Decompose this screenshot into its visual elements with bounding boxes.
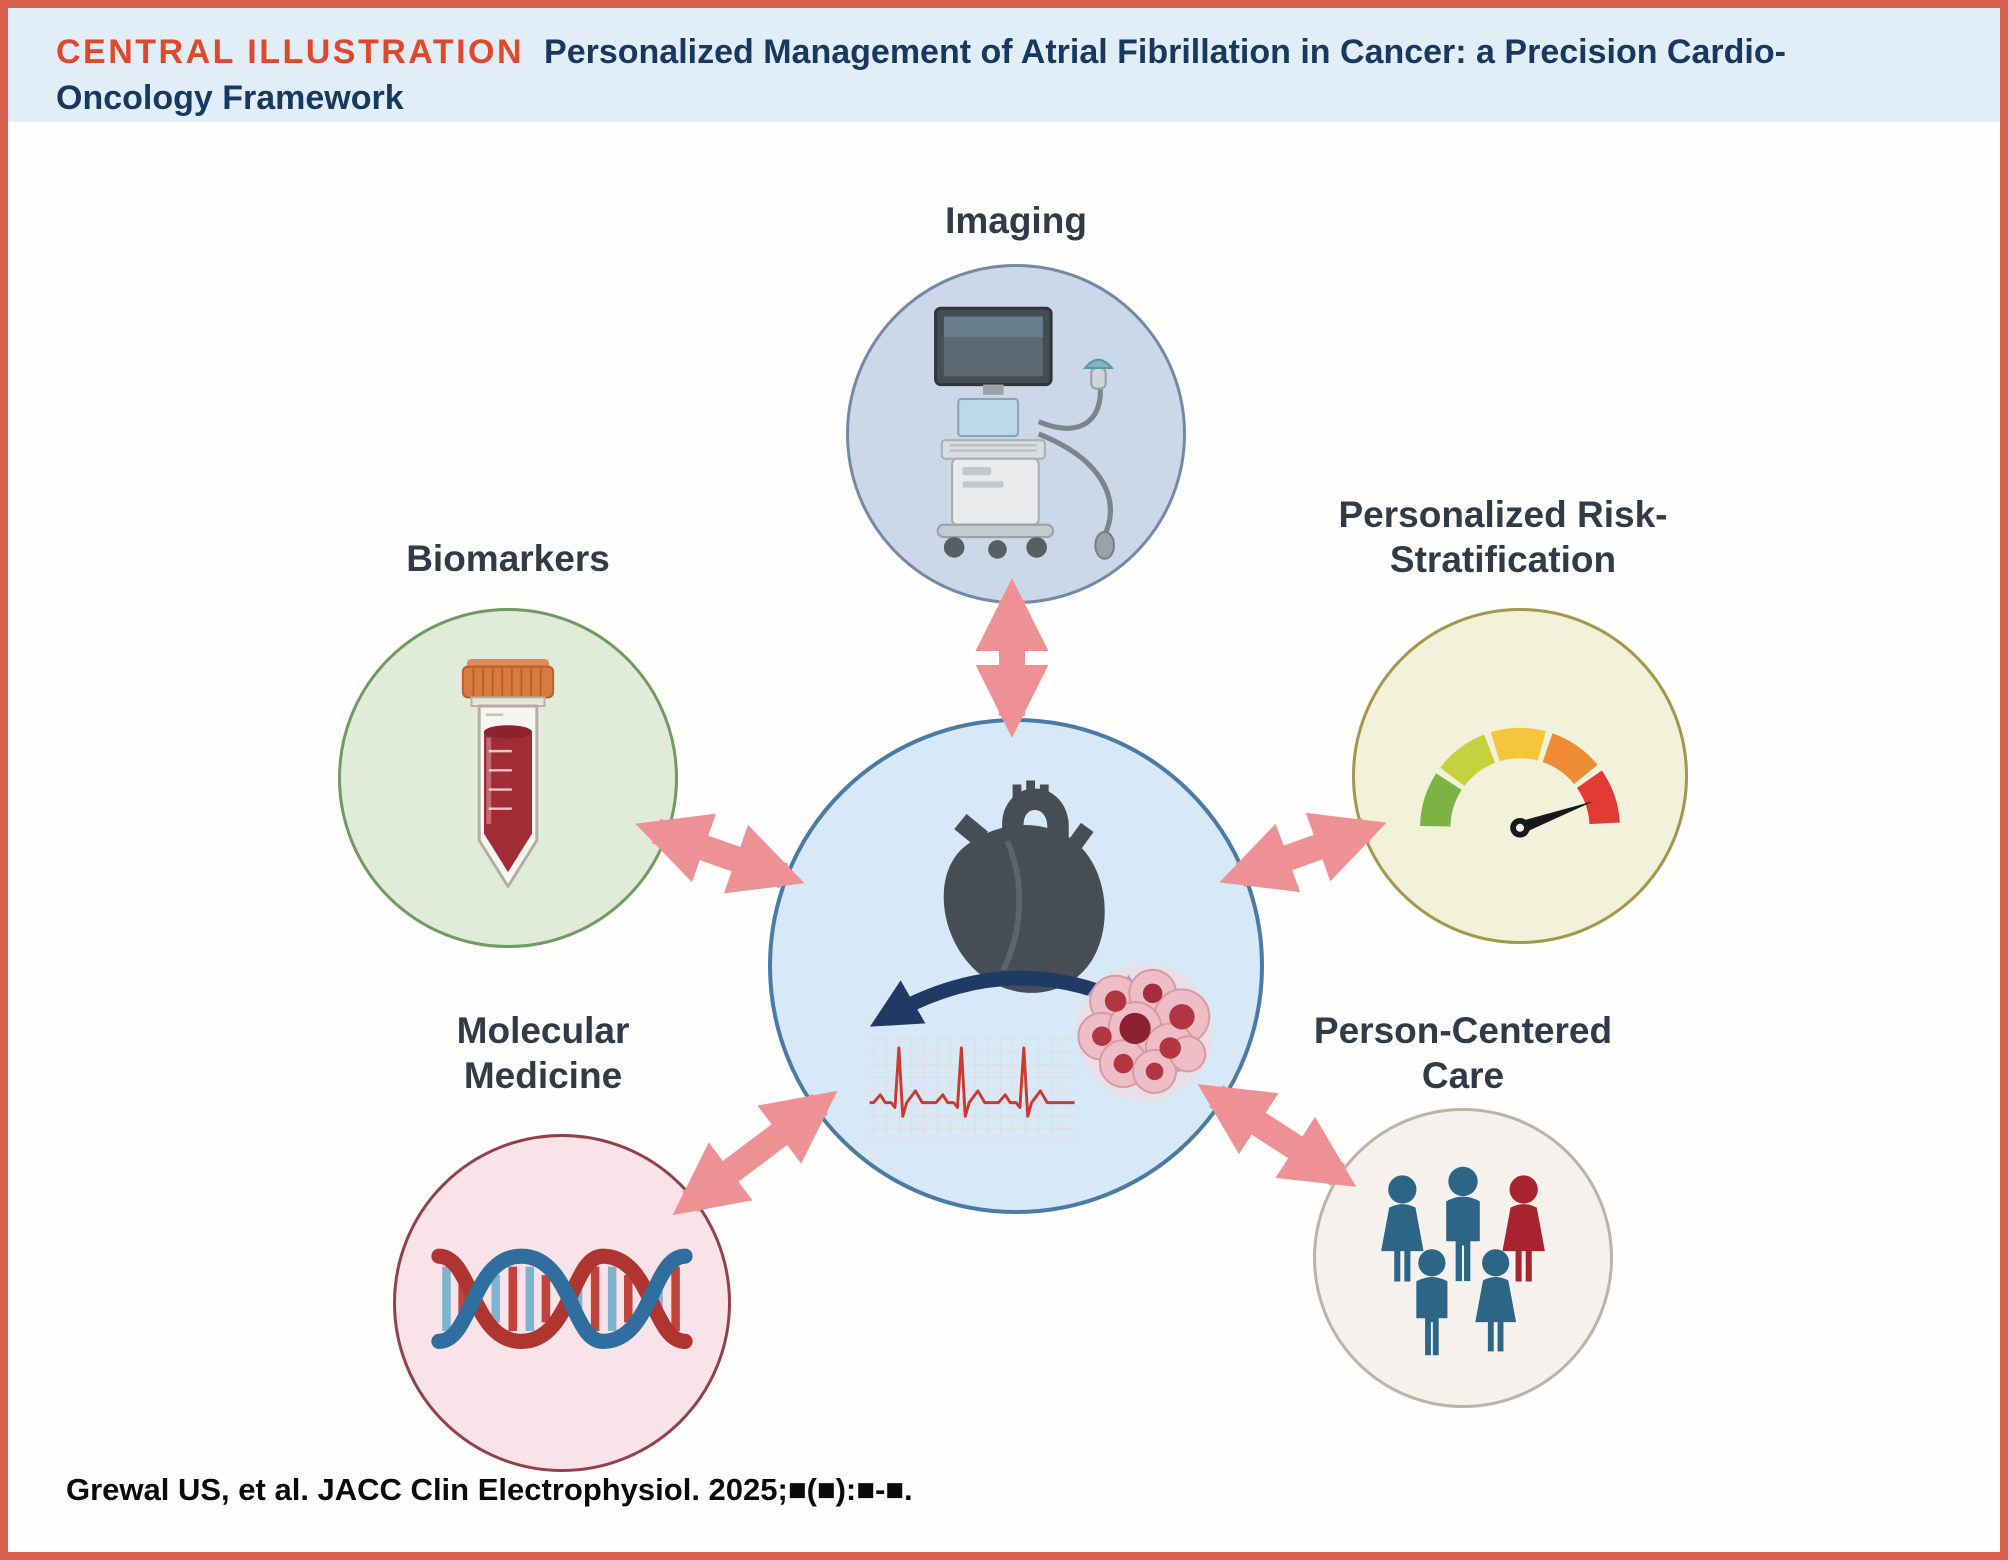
people-group-icon <box>1381 1166 1545 1356</box>
blood-sample-tube-icon <box>461 658 555 888</box>
node-biomarkers <box>338 608 678 948</box>
blood-meniscus <box>484 725 532 739</box>
monitor-glare <box>943 316 1043 338</box>
heart-icon <box>943 780 1105 993</box>
aorta <box>1002 788 1069 842</box>
person-man-blue <box>1416 1249 1448 1356</box>
person-woman-blue <box>1381 1175 1424 1282</box>
cap <box>461 665 555 699</box>
blood-tube <box>461 658 555 888</box>
citation: Grewal US, et al. JACC Clin Electrophysi… <box>66 1472 913 1507</box>
ecg-waveform <box>869 1046 1075 1118</box>
wheel <box>943 537 965 558</box>
console-screen <box>957 397 1020 438</box>
label-personalized-risk-stratification: Personalized Risk- Stratification <box>1338 494 1668 581</box>
keyboard-keys <box>950 444 1037 452</box>
ecg-grid <box>869 1036 1075 1142</box>
gauge-needle <box>1517 800 1595 834</box>
wheel <box>1026 537 1047 558</box>
gauge-segment-yellowgreen <box>1440 734 1496 786</box>
heart-body <box>943 825 1105 993</box>
label-molecular-medicine: Molecular Medicine <box>456 1010 630 1097</box>
person-woman-blue <box>1475 1249 1517 1352</box>
pulmonary-vessel <box>954 813 989 847</box>
node-central-heart-cancer <box>768 718 1264 1214</box>
cart-base <box>936 523 1055 539</box>
header-title: Personalized Management of Atrial Fibril… <box>56 33 1786 117</box>
dark-nucleus <box>1119 1012 1151 1045</box>
risk-gauge-icon <box>1420 727 1620 838</box>
ecg-trace-icon <box>869 1036 1075 1142</box>
arrow-biomarkers-center <box>635 813 805 894</box>
label-imaging: Imaging <box>945 200 1087 241</box>
wheel <box>988 540 1007 559</box>
node-imaging <box>846 264 1186 604</box>
dna-helix-icon <box>431 1248 693 1349</box>
ultrasound-machine-icon <box>934 306 1115 560</box>
node-molecular-medicine <box>393 1134 731 1472</box>
probe-cable <box>1037 431 1114 537</box>
cancer-cells-icon <box>1076 964 1214 1101</box>
linear-probe <box>1094 530 1115 560</box>
gauge-segment-red <box>1576 769 1620 825</box>
blood-sample <box>484 731 532 873</box>
label-biomarkers: Biomarkers <box>406 538 610 579</box>
node-risk-stratification <box>1352 608 1688 944</box>
heart-groove <box>1000 839 1023 972</box>
aortic-branches <box>1012 780 1049 808</box>
gauge-segment-green <box>1420 772 1462 827</box>
gauge-segment-yellow <box>1490 727 1546 761</box>
heart-cancer-interaction-icon <box>869 780 1214 1142</box>
person-man-blue <box>1446 1166 1480 1282</box>
node-person-centered-care <box>1313 1108 1613 1408</box>
gauge <box>1420 727 1620 838</box>
gauge-segment-orange <box>1542 732 1598 784</box>
monitor-stand <box>983 384 1004 395</box>
header-kicker: CENTRAL ILLUSTRATION <box>56 33 525 71</box>
ultrasound-cart <box>934 306 1115 560</box>
label-person-centered-care: Person-Centered Care <box>1313 1010 1613 1097</box>
cap-ridges <box>472 668 542 696</box>
convex-probe <box>1082 358 1115 390</box>
cell-nuclei <box>1092 990 1195 1081</box>
dna-strand-blue <box>431 1248 693 1349</box>
graduation-marks <box>488 749 512 810</box>
